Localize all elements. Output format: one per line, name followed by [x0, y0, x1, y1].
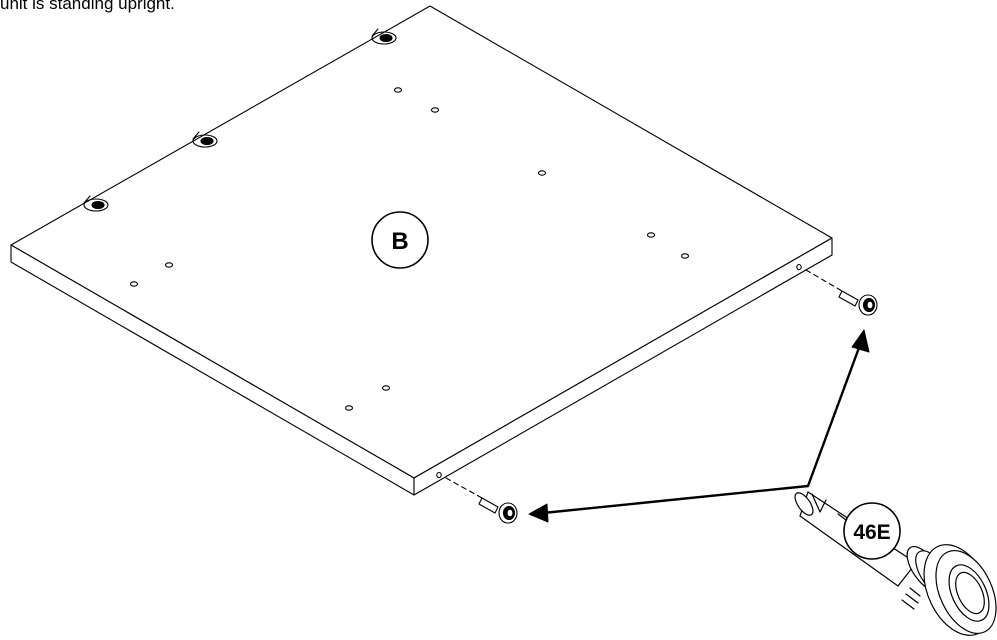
cam-lock-fittings — [83, 28, 397, 212]
part-label: 46E — [853, 521, 890, 544]
part-46e-detail — [794, 491, 997, 636]
glide-part-icon — [838, 290, 878, 316]
panel-label: B — [391, 228, 408, 255]
arrow-head — [528, 503, 549, 523]
hole — [680, 253, 690, 259]
hole — [381, 385, 391, 391]
panel-right-edge — [413, 237, 833, 496]
hole — [537, 170, 547, 176]
hole — [393, 87, 403, 93]
cam-lock-icon — [192, 131, 218, 148]
cam-lock-icon — [83, 195, 109, 212]
edge-hole — [436, 471, 442, 479]
glide-part-icon — [478, 497, 518, 524]
insertion-guides — [445, 269, 843, 499]
hole — [430, 107, 440, 113]
hole — [164, 262, 174, 268]
pointer-arrows — [528, 329, 870, 523]
cam-lock-icon — [371, 28, 397, 45]
arrow-path — [541, 484, 810, 515]
hole — [344, 405, 354, 411]
instruction-text: unit is standing upright. — [0, 0, 175, 13]
hole — [646, 232, 656, 238]
hole — [129, 281, 139, 287]
part-label-callout: 46E — [843, 502, 901, 560]
arrow-head — [851, 329, 870, 353]
edge-hole — [796, 263, 802, 271]
panel-holes — [129, 87, 802, 479]
arrow-path — [806, 343, 862, 488]
panel-label-callout: B — [371, 211, 429, 269]
